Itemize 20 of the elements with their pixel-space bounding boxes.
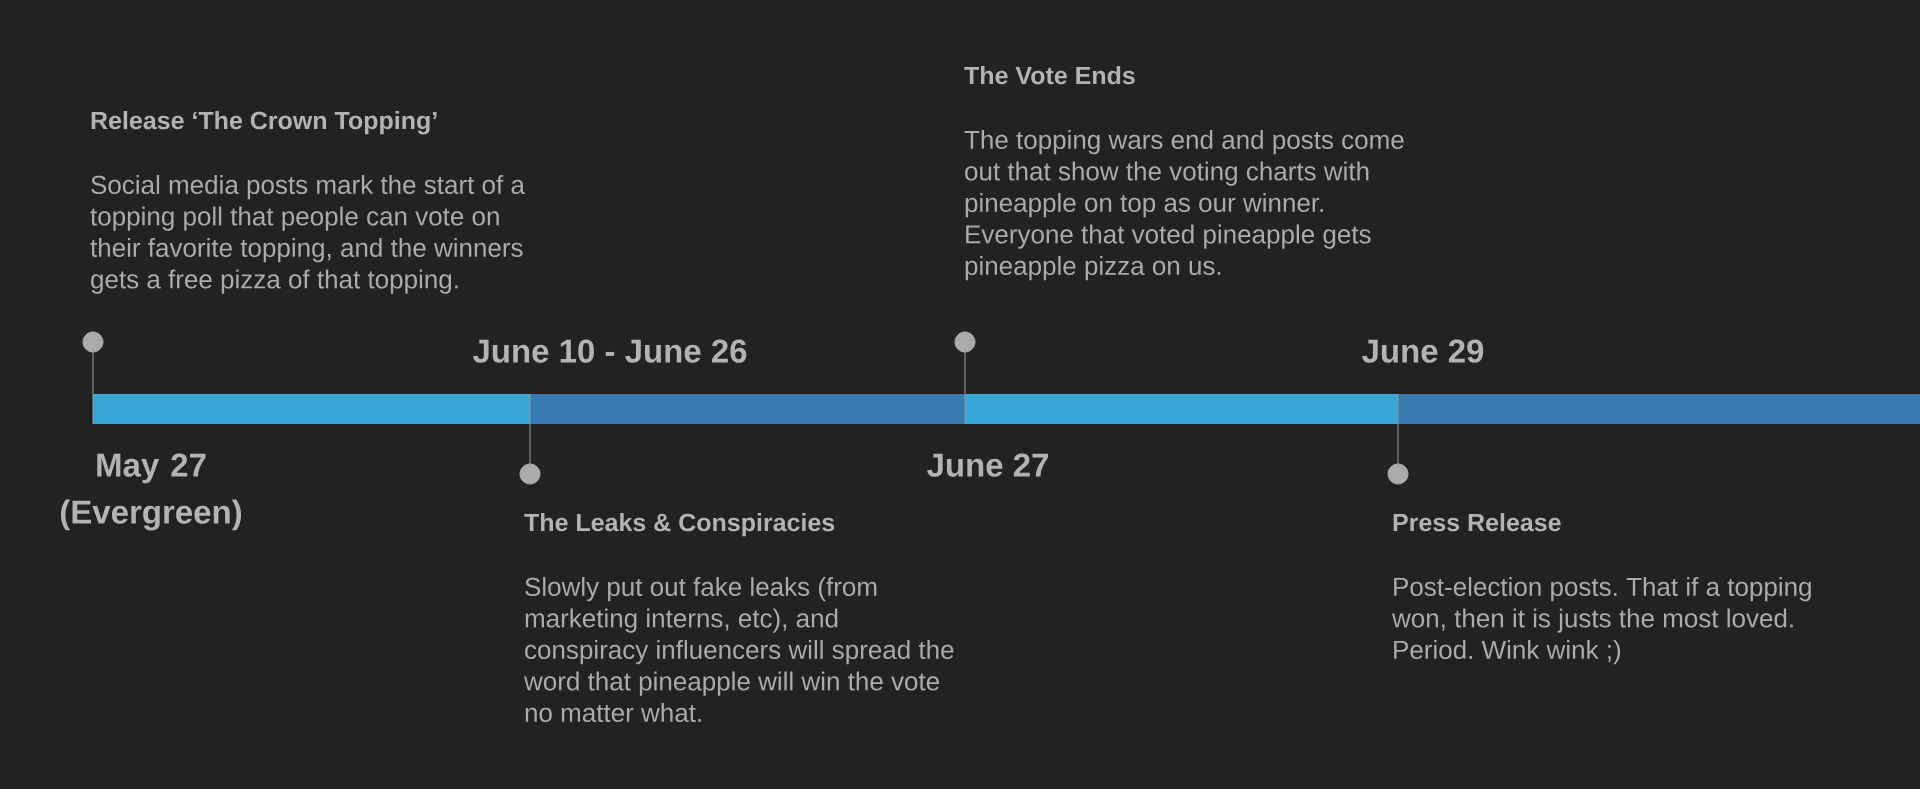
event-description: The topping wars end and posts come out that show the voting charts with pineapple on top as our winner. Everyone that voted pineapple gets pineapple pizza on us. (964, 130, 1404, 281)
date-label: May 27 (Evergreen) (60, 453, 242, 531)
timeline-segment (1398, 394, 1920, 424)
timeline-segment (965, 394, 1398, 424)
event-heading: The Leaks & Conspiracies (524, 513, 835, 537)
event-description: Social media posts mark the start of a topping poll that people can vote on their favorite topping, and the winners gets a free pizza of that topping. (90, 175, 525, 294)
pin-line (82, 331, 104, 425)
date-label: June 29 (1362, 339, 1484, 363)
date-label: June 10 - June 26 (472, 339, 747, 363)
event-heading: Press Release (1393, 513, 1561, 532)
event-description: Slowly put out fake leaks (from marketing interns, etc), and conspiracy influencers will spread the word that pineapple will win the vote no matter what. (524, 577, 954, 723)
timeline-segment (93, 394, 530, 424)
pin-line (519, 393, 541, 485)
pin-line (954, 331, 976, 425)
event-heading: Release ‘The Crown Topping’ (91, 111, 437, 135)
event-description: Post-election posts. That if a topping won, then it is justs the most loved. Period. Wink wink ;) (1392, 577, 1811, 665)
timeline-segment (530, 394, 965, 424)
pin-line (1387, 393, 1409, 485)
event-heading: The Vote Ends (964, 66, 1135, 85)
date-label: June 27 (927, 453, 1048, 477)
